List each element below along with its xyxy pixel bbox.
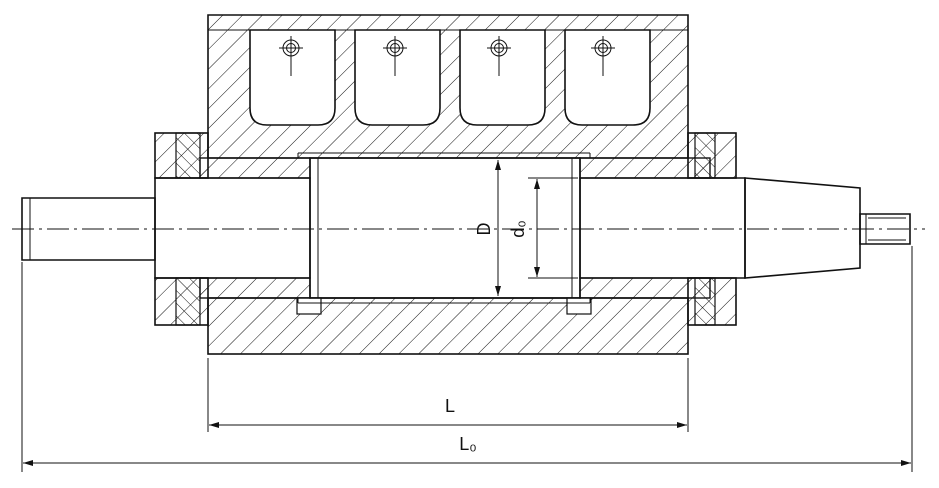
lower-housing <box>207 297 689 355</box>
label-L0: L₀ <box>459 434 476 454</box>
upper-housing <box>207 14 689 159</box>
bolt-symbols <box>279 36 615 76</box>
label-d0: d₀ <box>508 220 528 237</box>
bolt-symbol <box>487 36 511 76</box>
bolt-symbol <box>591 36 615 76</box>
left-shaft <box>21 177 311 279</box>
label-D: D <box>474 223 494 236</box>
label-L: L <box>445 396 455 416</box>
dimension-D: D <box>474 160 501 296</box>
bolt-symbol <box>279 36 303 76</box>
central-bore <box>297 152 591 304</box>
right-shaft <box>579 177 911 279</box>
dimension-L: L <box>207 358 689 432</box>
end-flanges <box>154 132 737 326</box>
dimension-L0: L₀ <box>21 246 913 472</box>
dimension-d0: d₀ <box>508 177 578 279</box>
shaft-sleeves <box>199 157 711 299</box>
bolt-symbol <box>383 36 407 76</box>
